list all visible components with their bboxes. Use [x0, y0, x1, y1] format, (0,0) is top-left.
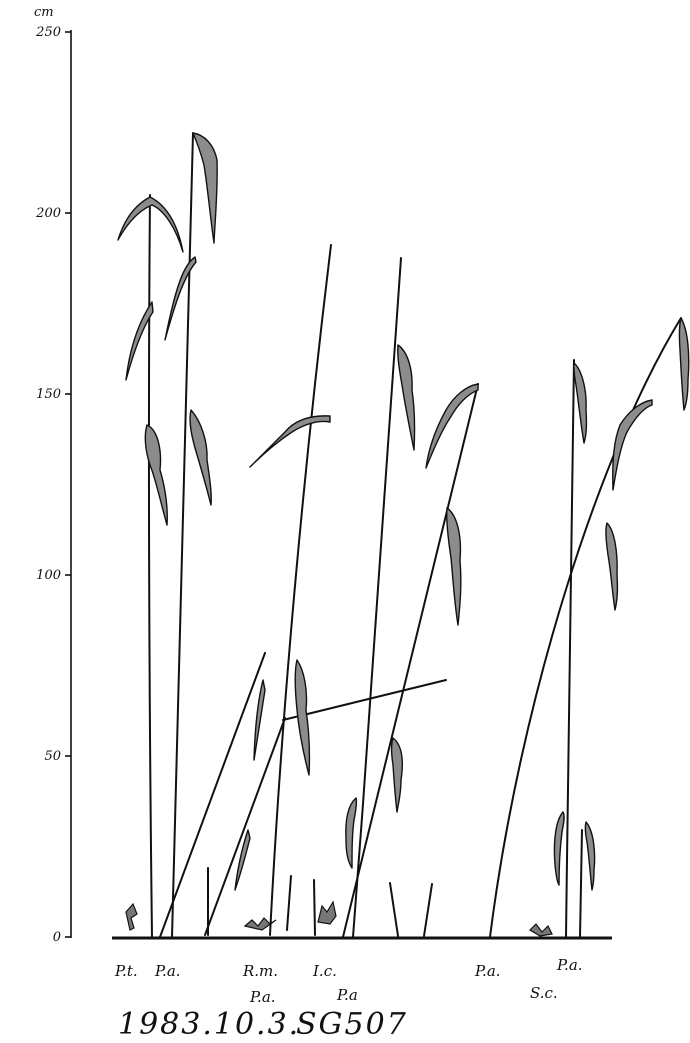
leaf-pt-top [117, 196, 184, 253]
leaf-pa3-low [553, 811, 565, 886]
label-pt: P.t. [114, 962, 138, 980]
y-axis-unit-label: cm [34, 5, 54, 20]
stem-leaning-1 [282, 679, 447, 721]
leaf-pt-left [125, 301, 154, 381]
plant-stems [147, 132, 682, 938]
stem-short-5 [423, 883, 433, 937]
label-ic: I.c. [312, 962, 337, 980]
survey-date: 1983.10.3. [118, 1007, 300, 1042]
leaf-pa3-top [573, 362, 588, 444]
stem-rm-1 [269, 244, 332, 936]
leaf-pa-lower [189, 409, 212, 506]
leaf-diag3-mid [446, 507, 462, 626]
stem-short-6 [579, 829, 583, 938]
site-code: SG507 [296, 1007, 408, 1042]
label-pa-3: P.a [336, 986, 358, 1004]
y-tick-label: 100 [36, 568, 61, 583]
leaf-ic-mid [390, 737, 403, 813]
seedling-pt [125, 902, 138, 931]
leaf-rm-arching [249, 415, 331, 468]
leaf-pa2-upper [612, 399, 653, 491]
label-pa-5: P.a. [556, 956, 583, 974]
leaf-rm-drooping [294, 659, 311, 776]
stem-pa-2 [489, 317, 682, 938]
leaf-pt-drooping [144, 424, 168, 526]
leaf-ic-top [397, 344, 416, 451]
y-tick-label: 150 [36, 387, 61, 402]
y-tick-label: 200 [35, 206, 61, 221]
leaf-short6 [584, 821, 596, 891]
stem-diagonal-1 [159, 652, 266, 938]
leaf-diag3-top [425, 383, 479, 469]
leaf-pa-top [192, 132, 218, 244]
stem-short-2 [286, 875, 292, 931]
leaf-diag-low [234, 829, 251, 891]
stem-short-4 [389, 882, 399, 937]
leaf-pa2-mid [605, 522, 619, 611]
stem-ic-1 [352, 257, 402, 938]
leaf-diag-mid [253, 679, 266, 761]
seedling-ic [317, 900, 337, 925]
label-pa-2: P.a. [249, 988, 276, 1006]
stem-diagonal-3 [342, 383, 479, 938]
seedling-sc [529, 923, 553, 937]
plant-leaves [117, 132, 690, 891]
label-sc: S.c. [530, 984, 558, 1002]
stem-pa-1 [171, 132, 194, 938]
stem-short-3 [313, 879, 316, 936]
y-tick-label: 250 [35, 25, 61, 40]
leaf-pa2-top-right [678, 317, 690, 411]
leaf-diag3-low [345, 797, 358, 869]
ground-seedlings [125, 900, 553, 937]
label-pa-4: P.a. [474, 962, 501, 980]
y-tick-label: 0 [53, 930, 61, 945]
y-axis-ticks: 0 50 100 150 200 250 [35, 25, 71, 945]
y-tick-label: 50 [44, 749, 61, 764]
label-rm: R.m. [242, 962, 278, 980]
stem-pa-3 [565, 359, 575, 938]
stem-diagonal-2 [204, 717, 286, 936]
label-pa-1: P.a. [154, 962, 181, 980]
stem-pt-1 [147, 194, 153, 938]
species-labels: P.t. P.a. R.m. P.a. I.c. P.a P.a. P.a. S… [114, 956, 583, 1006]
seedling-rm [243, 917, 277, 931]
leaf-pa-upper [164, 256, 197, 341]
